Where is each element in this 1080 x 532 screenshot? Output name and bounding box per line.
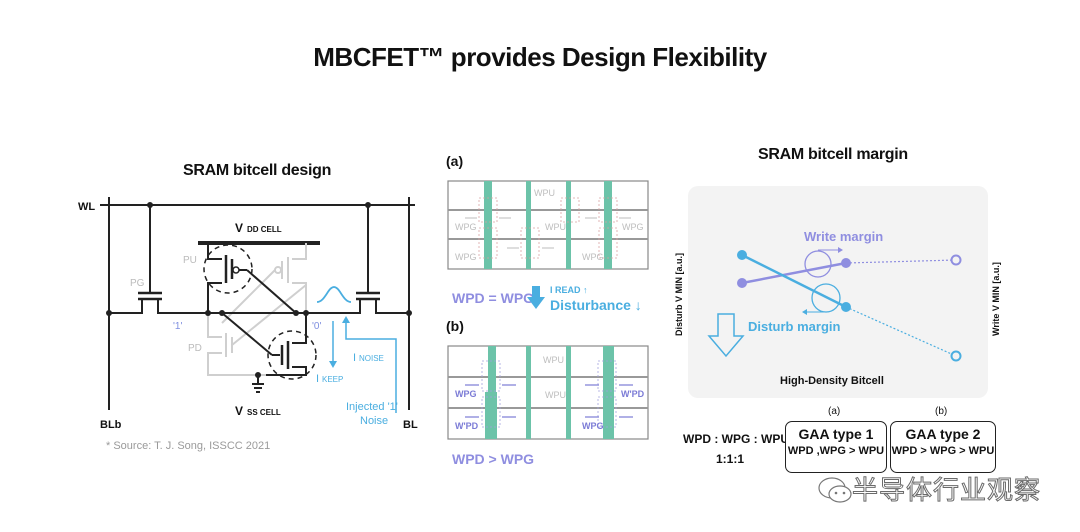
inactive-transistors [207,243,307,376]
wechat-icon [818,477,852,503]
option-b-title: GAA type 2 [905,426,981,442]
option-a-sub: WPD ,WPG > WPU [787,445,885,457]
option-a-box: GAA type 1 WPD ,WPG > WPU [785,421,887,473]
watermark-text: 半导体行业观察 [851,475,1042,506]
vdd-label: V [235,221,243,235]
option-a-tag: (a) [828,406,841,417]
gt-label: WPD > WPG [452,451,535,467]
layout-b: WPU WPG WPU W'PD W'PD WPG [447,345,649,440]
y-right-label: Write V MIN [a.u.] [991,262,1001,336]
node-0-label: '0' [312,321,321,332]
wl-label: WL [78,201,95,213]
ratio-value: 1:1:1 [716,452,745,466]
disturb-margin-label: Disturb margin [748,319,841,334]
layout-a: WPU WPG WPU WPG WPG WPG [447,180,649,270]
sram-design-title: SRAM bitcell design [183,162,332,179]
svg-text:WPG: WPG [455,389,477,399]
iread-label: I READ ↑ [550,285,588,295]
pu-highlight-circle [203,244,253,294]
node-1-label: '1' [173,321,182,332]
margin-plot: Disturb V MIN [a.u.] Write V MIN [a.u.] … [674,229,1001,387]
svg-text:WPG: WPG [622,222,644,232]
svg-text:WPU: WPU [545,390,566,400]
source-note: * Source: T. J. Song, ISSCC 2021 [106,440,271,452]
ratio-label: WPD : WPG : WPU = [683,432,800,446]
svg-text:NOISE: NOISE [359,354,384,363]
down-arrow-icon [527,286,545,309]
teal-fin [566,181,571,269]
svg-text:W'PD: W'PD [455,421,479,431]
injected-noise-label: Injected '1' [346,401,398,413]
pu-label: PU [183,255,197,266]
margin-title: SRAM bitcell margin [758,146,908,163]
svg-text:WPG: WPG [455,222,477,232]
down-arrow-icon [707,313,745,358]
noise-wave-icon [316,286,352,303]
svg-text:WPU: WPU [534,188,555,198]
svg-text:WPG: WPG [582,421,604,431]
bl-label: BL [403,419,418,431]
pd-highlight-circle [267,330,317,380]
page-title: MBCFET™ provides Design Flexibility [313,42,767,72]
blb-label: BLb [100,419,122,431]
vss-label: V [235,404,243,418]
inoise-arrow [345,321,397,413]
eq-label: WPD = WPG [452,290,535,306]
option-b-tag: (b) [935,406,948,417]
svg-text:WPG: WPG [582,252,604,262]
panel-caption: High-Density Bitcell [780,375,884,387]
svg-text:DD CELL: DD CELL [247,225,282,234]
option-a-title: GAA type 1 [798,426,874,442]
teal-fin [603,346,614,439]
pg-label: PG [130,278,145,289]
svg-text:KEEP: KEEP [322,375,343,384]
write-margin-circle [804,250,832,278]
panel-b-label: (b) [446,318,464,334]
teal-fin [526,181,531,269]
inoise-label: I [353,352,356,364]
svg-text:W'PD: W'PD [621,389,645,399]
teal-fin [566,346,571,439]
pd-label: PD [188,343,202,354]
option-b-box: GAA type 2 WPD > WPG > WPU [890,421,996,473]
disturb-line [741,253,847,309]
write-line [741,261,847,285]
panel-a-label: (a) [446,153,464,169]
svg-text:Noise: Noise [360,415,388,427]
sram-circuit-diagram: WL BLb BL PG V DD CELL PD [78,197,418,431]
svg-text:WPG: WPG [455,252,477,262]
svg-text:SS CELL: SS CELL [247,408,281,417]
svg-text:WPU: WPU [545,222,566,232]
ikeep-label: I [316,373,319,385]
svg-text:WPU: WPU [543,355,564,365]
option-b-sub: WPD > WPG > WPU [891,445,995,457]
teal-fin [484,181,492,269]
teal-fin [526,346,531,439]
teal-fin [604,181,612,269]
write-margin-label: Write margin [804,229,883,244]
y-left-label: Disturb V MIN [a.u.] [674,253,684,336]
disturbance-label: Disturbance ↓ [550,297,642,313]
